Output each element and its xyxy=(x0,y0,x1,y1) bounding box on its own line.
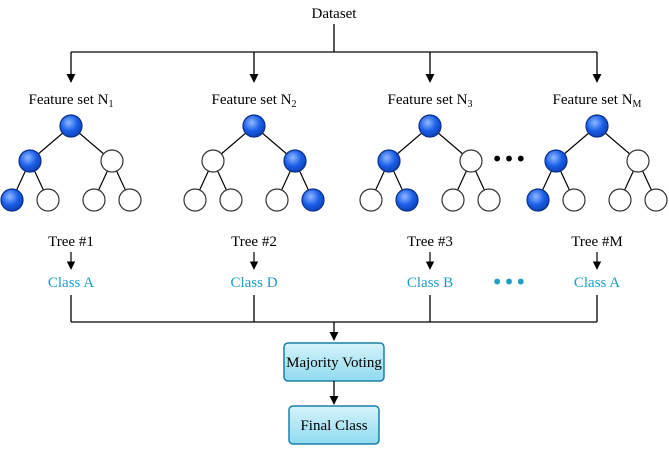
tree-node xyxy=(441,188,465,212)
tree-group-4: Feature set NM Tree #M Class A xyxy=(526,52,668,322)
tree-node xyxy=(100,149,124,173)
feature-set-subscript: 2 xyxy=(291,99,296,110)
majority-voting-label: Majority Voting xyxy=(286,355,382,371)
tree-node-selected xyxy=(59,114,83,138)
tree-node-selected xyxy=(418,114,442,138)
ellipsis-trees: ••• xyxy=(491,147,526,171)
tree-label: Tree #3 xyxy=(407,234,453,250)
tree-label: Tree #M xyxy=(571,234,623,250)
feature-set-subscript: 3 xyxy=(467,99,472,110)
tree-node xyxy=(562,188,586,212)
feature-set-prefix: Feature set N xyxy=(212,92,292,108)
tree-node xyxy=(201,149,225,173)
dataset-label: Dataset xyxy=(312,6,358,22)
tree-node xyxy=(477,188,501,212)
tree-node-selected xyxy=(526,188,550,212)
tree-node xyxy=(36,188,60,212)
final-class-box: Final Class xyxy=(288,405,380,445)
class-label: Class A xyxy=(48,275,94,291)
majority-voting-box: Majority Voting xyxy=(283,342,385,382)
tree-node-selected xyxy=(395,188,419,212)
feature-set-label: Feature set NM xyxy=(553,92,642,110)
ellipsis-classes: ••• xyxy=(491,270,526,294)
feature-set-label: Feature set N2 xyxy=(212,92,297,110)
final-class-label: Final Class xyxy=(300,418,367,434)
tree-node xyxy=(265,188,289,212)
feature-set-subscript: M xyxy=(633,99,642,110)
tree-node xyxy=(219,188,243,212)
tree-node-selected xyxy=(377,149,401,173)
feature-set-prefix: Feature set N xyxy=(553,92,633,108)
feature-set-label: Feature set N1 xyxy=(29,92,114,110)
tree-node-selected xyxy=(242,114,266,138)
tree-node xyxy=(359,188,383,212)
class-label: Class A xyxy=(574,275,620,291)
feature-set-prefix: Feature set N xyxy=(29,92,109,108)
class-label: Class D xyxy=(230,275,277,291)
class-label: Class B xyxy=(407,275,453,291)
tree-node-selected xyxy=(18,149,42,173)
tree-node xyxy=(626,149,650,173)
feature-set-subscript: 1 xyxy=(108,99,113,110)
tree-node-selected xyxy=(0,188,24,212)
tree-node xyxy=(608,188,632,212)
feature-set-prefix: Feature set N xyxy=(388,92,468,108)
tree-node-selected xyxy=(283,149,307,173)
tree-node xyxy=(118,188,142,212)
tree-node xyxy=(459,149,483,173)
tree-node-selected xyxy=(301,188,325,212)
feature-set-label: Feature set N3 xyxy=(388,92,473,110)
tree-label: Tree #1 xyxy=(48,234,94,250)
tree-node xyxy=(183,188,207,212)
tree-node xyxy=(82,188,106,212)
tree-label: Tree #2 xyxy=(231,234,277,250)
tree-node xyxy=(644,188,668,212)
tree-node-selected xyxy=(544,149,568,173)
tree-node-selected xyxy=(585,114,609,138)
